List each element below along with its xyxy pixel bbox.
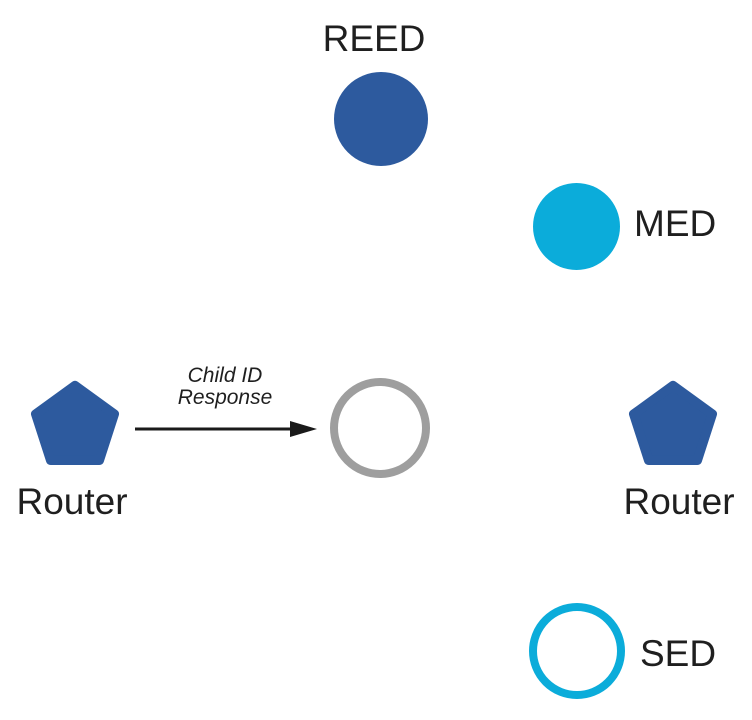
node-med-label: MED — [634, 203, 717, 244]
pentagon-shape — [31, 380, 119, 466]
child-id-response-arrow-icon — [135, 421, 317, 437]
edge-label: Child ID Response — [145, 365, 305, 409]
med-circle-icon — [533, 183, 620, 270]
node-router-right-label: Router — [623, 481, 735, 522]
edge-label-line1: Child ID — [187, 364, 263, 387]
node-router-left-label: Router — [16, 481, 128, 522]
pentagon-shape — [629, 380, 717, 466]
node-sed-label: SED — [640, 633, 717, 674]
reed-circle-icon — [334, 72, 428, 166]
node-reed-label: REED — [322, 18, 426, 59]
router-right-pentagon-icon — [629, 380, 717, 466]
sed-circle-icon — [529, 603, 625, 699]
arrow-head — [290, 421, 317, 437]
router-left-pentagon-icon — [31, 380, 119, 466]
joining-child-circle-icon — [330, 378, 430, 478]
edge-label-line2: Response — [177, 386, 273, 409]
